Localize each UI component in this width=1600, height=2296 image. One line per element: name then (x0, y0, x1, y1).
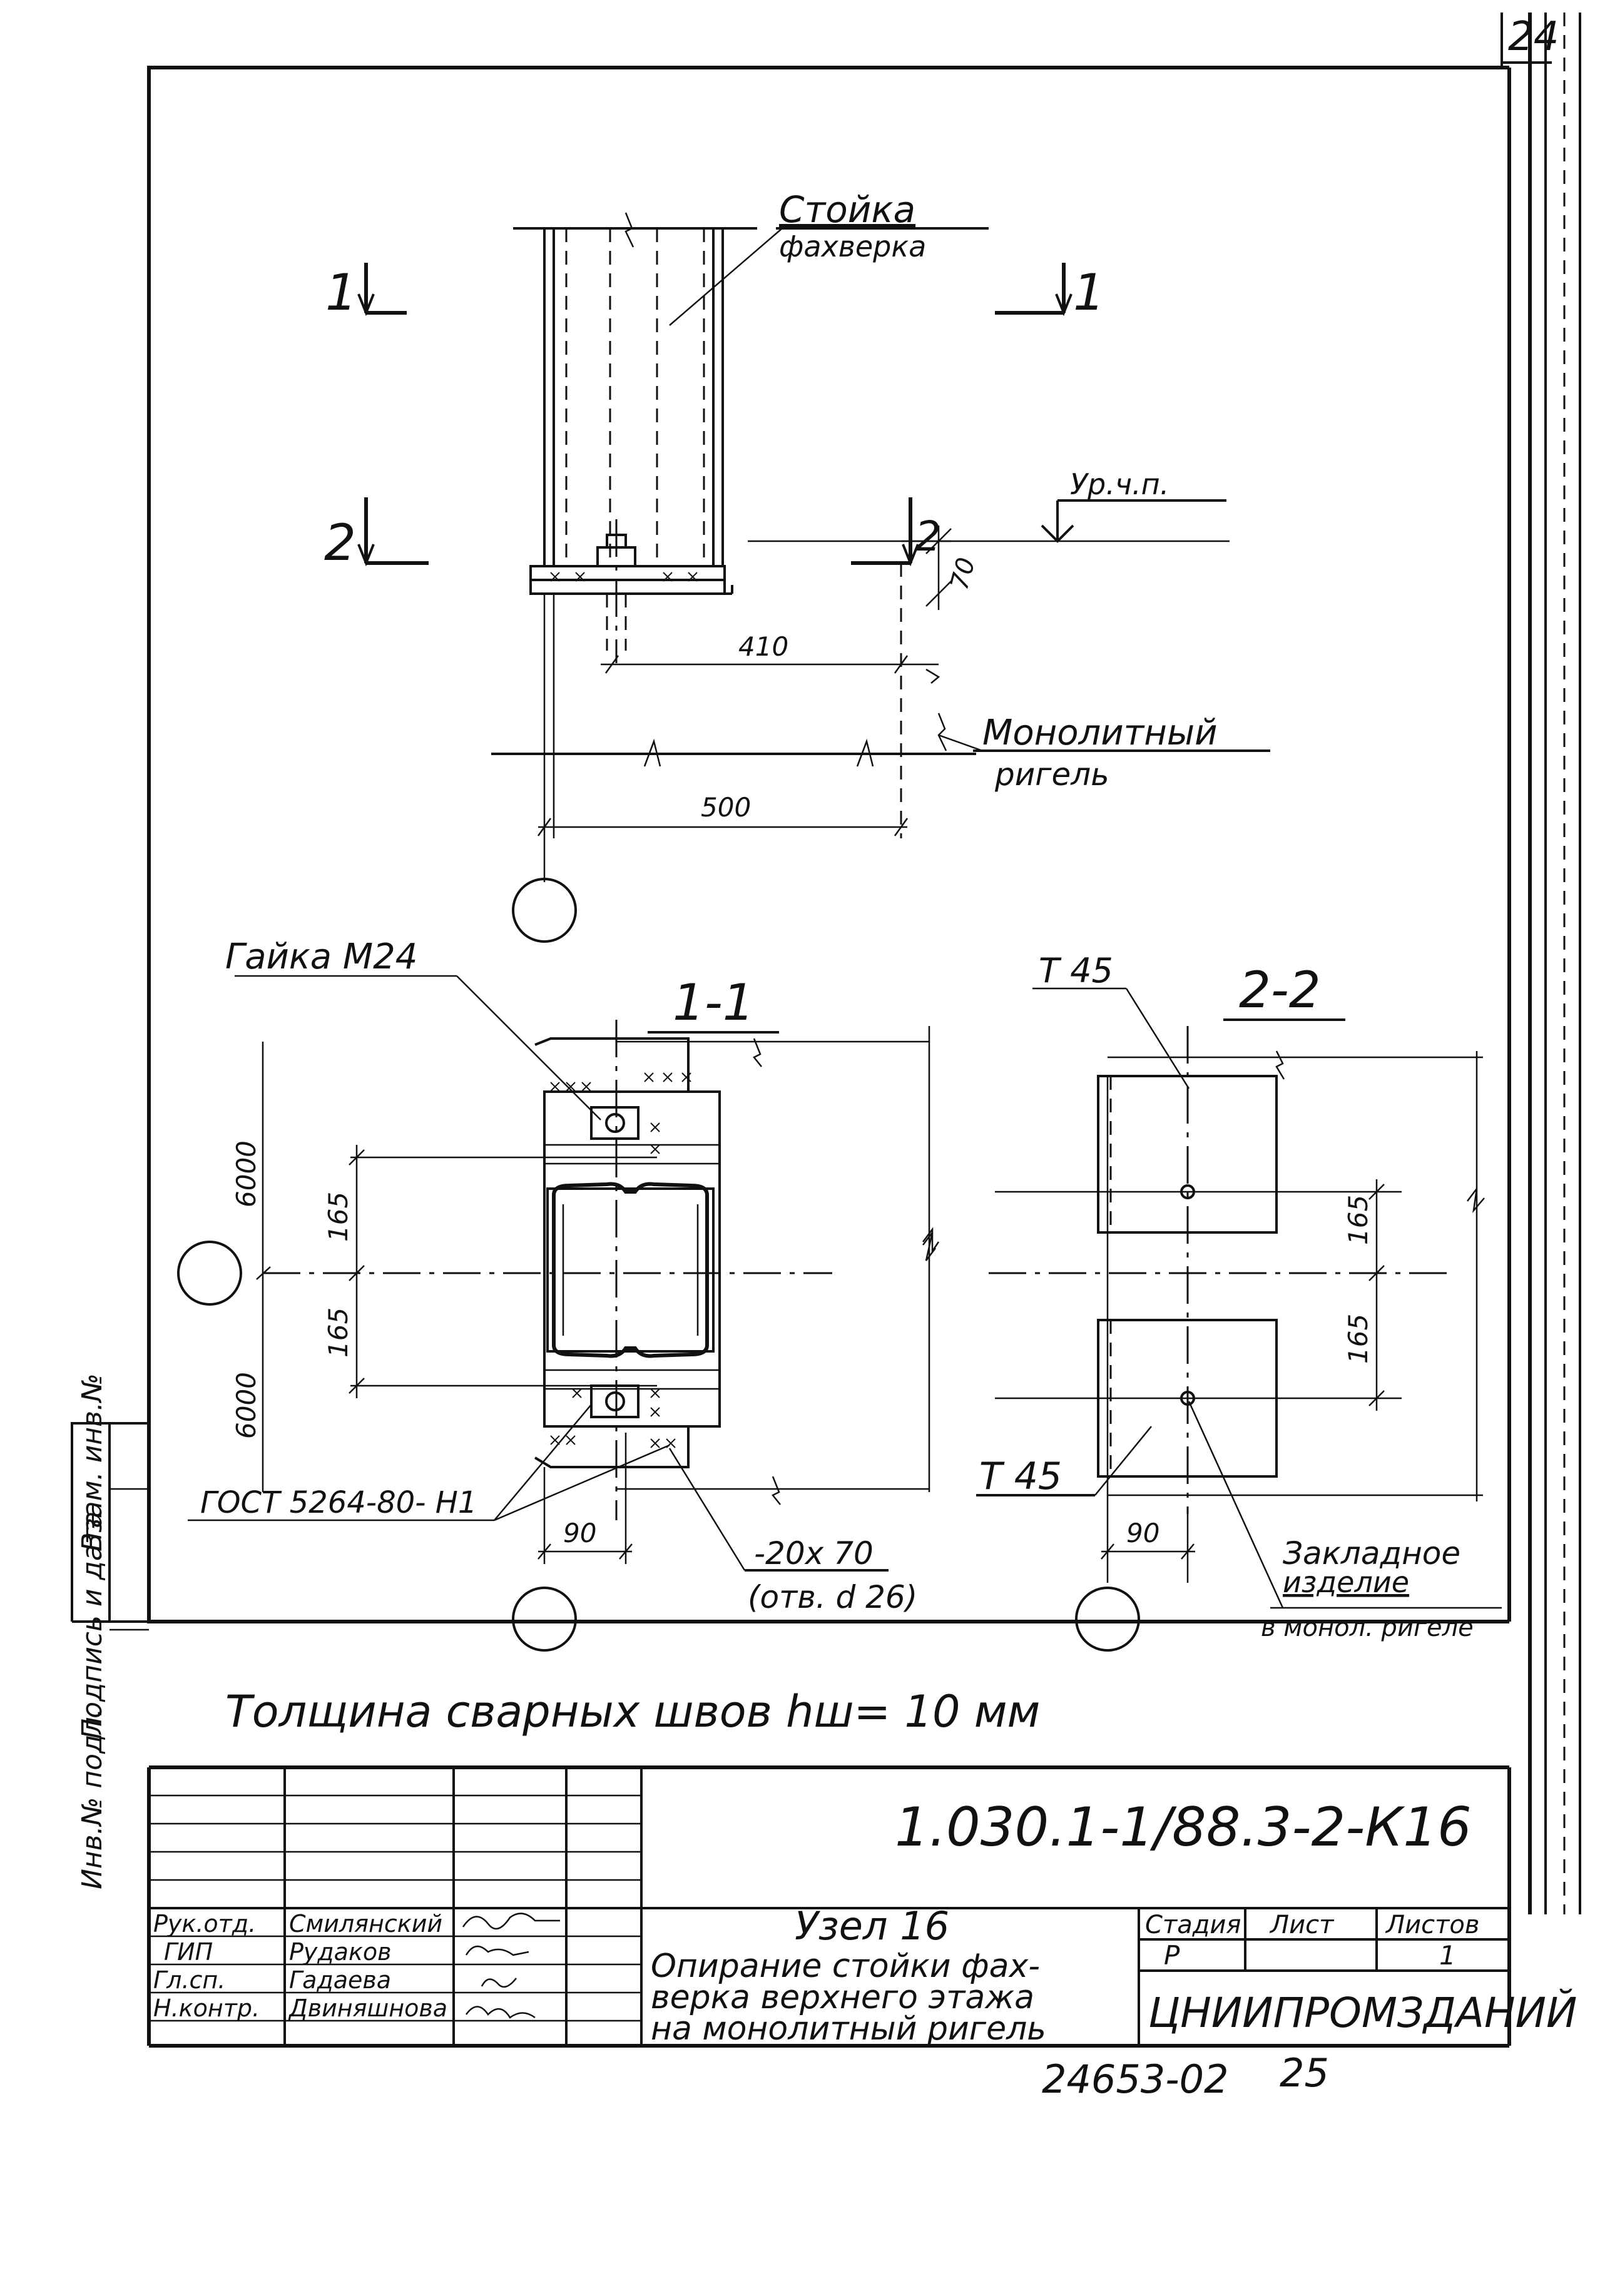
node-title: Узел 16 (795, 1903, 949, 1949)
sheet-frame (147, 13, 1581, 1914)
staff-role-4: Н.контр. (153, 1994, 260, 2022)
staff-role-2: ГИП (164, 1938, 213, 1966)
dim-6000-top: 6000 (231, 1140, 262, 1207)
dim-410: 410 (738, 631, 788, 662)
side-stamp (71, 1422, 149, 1631)
page-number: 24 (1508, 14, 1559, 60)
gaika-label: Гайка М24 (225, 937, 417, 977)
node-desc-2: верка верхнего этажа (651, 1979, 1034, 2016)
dim-165-c: 165 (1343, 1195, 1373, 1245)
section-marks (357, 263, 1073, 567)
signatures (462, 1912, 560, 2019)
t45-bottom: Т 45 (979, 1455, 1062, 1498)
side-label-vzam: Взам. инв.№ (76, 1373, 108, 1552)
staff-name-4: Двиняшнова (288, 1994, 447, 2022)
plate-label-1: -20х 70 (754, 1535, 874, 1572)
elevation-view (491, 212, 1270, 943)
node-desc-1: Опирание стойки фах- (651, 1948, 1040, 1985)
col-sheet: Лист (1269, 1911, 1335, 1939)
archive-number: 24653-02 (1042, 2056, 1229, 2102)
dim-165-d: 165 (1343, 1314, 1373, 1364)
section-2-2-title: 2-2 (1239, 961, 1321, 1019)
level-label: Ур.ч.п. (1070, 467, 1169, 501)
plate-label-2: (отв. d 26) (748, 1579, 917, 1615)
stage-value: Р (1164, 1940, 1180, 1971)
section-mark-1-left: 1 (325, 263, 357, 322)
side-label-inv: Инв.№ подл. (76, 1708, 108, 1889)
monolit-label-1: Монолитный (982, 713, 1217, 753)
dim-500: 500 (701, 792, 751, 823)
archive-page: 25 (1280, 2050, 1329, 2096)
staff-role-1: Рук.отд. (153, 1910, 256, 1938)
weld-note: Толщина сварных швов hш= 10 мм (225, 1686, 1040, 1737)
section-1-1-title: 1-1 (673, 973, 755, 1032)
t45-top: Т 45 (1039, 951, 1113, 990)
stoyka-label-2: фахверка (779, 230, 926, 263)
sheets-value: 1 (1439, 1940, 1456, 1971)
gost-label: ГОСТ 5264-80- Н1 (200, 1485, 477, 1520)
section-mark-2-left: 2 (324, 514, 356, 572)
dim-165-a: 165 (323, 1192, 354, 1242)
section-mark-2-right: 2 (915, 512, 941, 561)
dim-90-left: 90 (563, 1518, 596, 1548)
col-stage: Стадия (1145, 1911, 1241, 1939)
staff-role-3: Гл.сп. (153, 1966, 225, 1994)
dim-6000-bottom: 6000 (231, 1372, 262, 1439)
doc-code: 1.030.1-1/88.3-2-К16 (895, 1796, 1472, 1859)
node-desc-3: на монолитный ригель (651, 2010, 1046, 2048)
monolit-label-2: ригель (994, 756, 1109, 793)
embedded-label-3: в монол. ригеле (1261, 1613, 1474, 1642)
dim-165-b: 165 (323, 1308, 354, 1358)
stoyka-label-1: Стойка (779, 188, 915, 231)
embedded-label-1: Закладное (1283, 1535, 1460, 1572)
embedded-label-2: изделие (1283, 1565, 1409, 1599)
section-mark-1-right: 1 (1073, 263, 1105, 322)
side-label-podpis: Подпись и дата (76, 1511, 108, 1739)
section-1-1 (177, 975, 940, 1652)
title-block (147, 1765, 1511, 2048)
staff-name-2: Рудаков (289, 1938, 392, 1966)
dim-70: 70 (945, 555, 981, 593)
staff-name-3: Гадаева (289, 1966, 391, 1994)
dim-90-right: 90 (1126, 1518, 1159, 1548)
section-2-2 (976, 987, 1502, 1652)
col-sheets: Листов (1385, 1911, 1479, 1939)
staff-name-1: Смилянский (289, 1910, 442, 1938)
organization: ЦНИИПРОМЗДАНИЙ (1148, 1988, 1577, 2037)
